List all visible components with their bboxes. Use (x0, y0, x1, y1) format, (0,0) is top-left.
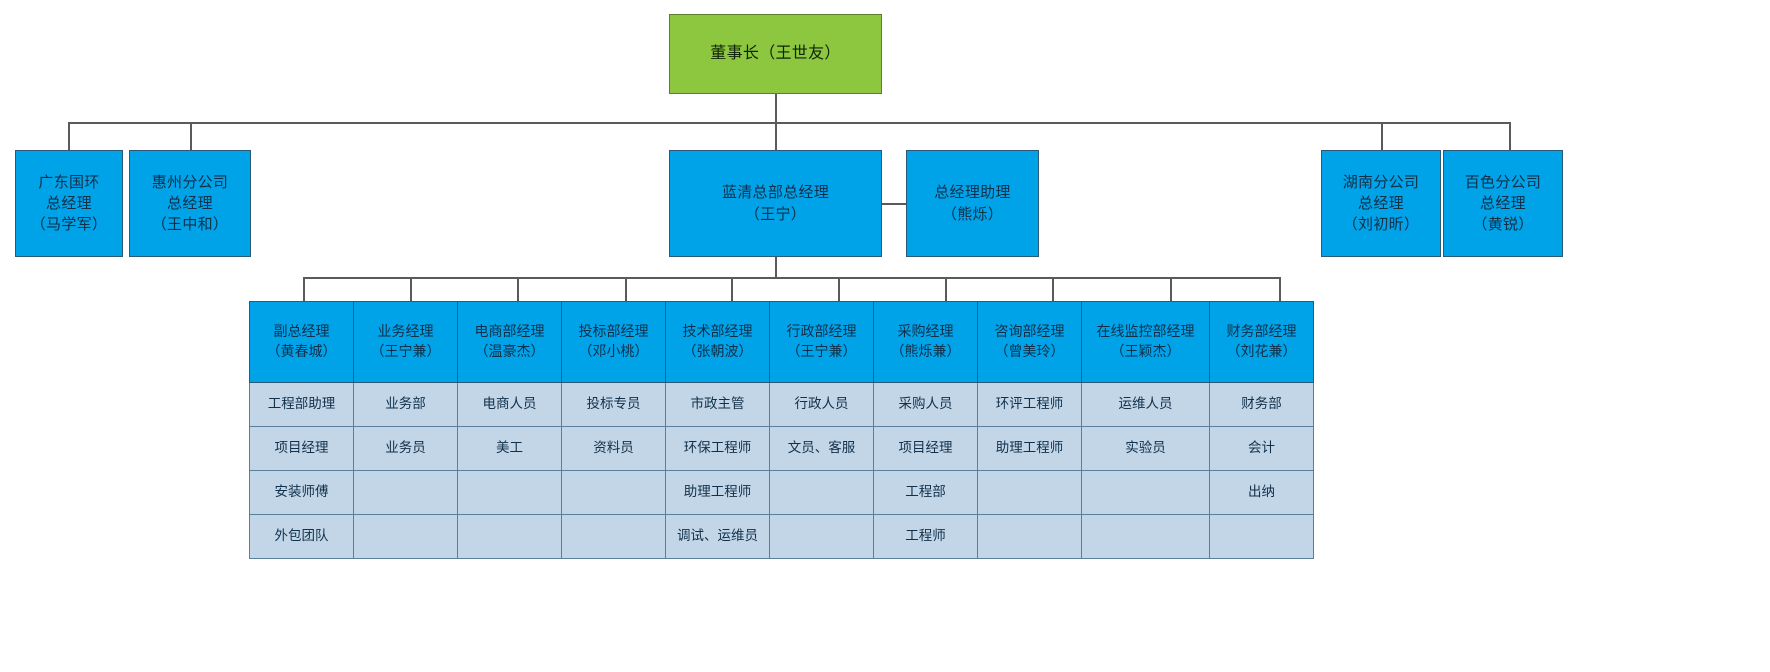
staff-cell-empty (769, 470, 874, 515)
staff-cell[interactable]: 美工 (457, 426, 562, 471)
connector-dept-drop-3 (517, 277, 519, 302)
connector-dept-drop-5 (731, 277, 733, 302)
department-header-row: 副总经理 （黄春城）业务经理 （王宁兼）电商部经理 （温豪杰）投标部经理 （邓小… (249, 301, 1314, 383)
staff-cell-empty (457, 470, 562, 515)
staff-cell[interactable]: 文员、客服 (769, 426, 874, 471)
staff-cell[interactable]: 助理工程师 (665, 470, 770, 515)
node-chairman[interactable]: 董事长（王世友） (669, 14, 882, 94)
connector-dept-drop-6 (838, 277, 840, 302)
connector-top-bus (68, 122, 1510, 124)
department-header-9[interactable]: 在线监控部经理 （王颖杰） (1081, 301, 1210, 383)
connector-dept-drop-4 (625, 277, 627, 302)
staff-cell[interactable]: 采购人员 (873, 382, 978, 427)
staff-cell[interactable]: 工程部 (873, 470, 978, 515)
connector-dept-drop-2 (410, 277, 412, 302)
node-gm-assistant[interactable]: 总经理助理 （熊烁） (906, 150, 1039, 257)
staff-cell[interactable]: 资料员 (561, 426, 666, 471)
department-header-4[interactable]: 投标部经理 （邓小桃） (561, 301, 666, 383)
staff-cell[interactable]: 财务部 (1209, 382, 1314, 427)
department-staff-row: 外包团队 调试、运维员 工程师 (249, 514, 1314, 559)
staff-cell[interactable]: 项目经理 (873, 426, 978, 471)
department-header-6[interactable]: 行政部经理 （王宁兼） (769, 301, 874, 383)
connector-hq-down (775, 257, 777, 278)
department-header-10[interactable]: 财务部经理 （刘花兼） (1209, 301, 1314, 383)
staff-cell[interactable]: 业务员 (353, 426, 458, 471)
staff-cell-empty (353, 514, 458, 559)
node-hunan-branch-gm[interactable]: 湖南分公司 总经理 （刘初昕） (1321, 150, 1441, 257)
connector-dept-drop-7 (945, 277, 947, 302)
staff-cell[interactable]: 环保工程师 (665, 426, 770, 471)
staff-cell[interactable]: 实验员 (1081, 426, 1210, 471)
connector-dept-drop-8 (1052, 277, 1054, 302)
staff-cell[interactable]: 出纳 (1209, 470, 1314, 515)
department-header-1[interactable]: 副总经理 （黄春城） (249, 301, 354, 383)
staff-cell[interactable]: 助理工程师 (977, 426, 1082, 471)
staff-cell[interactable]: 项目经理 (249, 426, 354, 471)
staff-cell[interactable]: 环评工程师 (977, 382, 1082, 427)
connector-drop-hq (775, 122, 777, 150)
staff-cell[interactable]: 业务部 (353, 382, 458, 427)
node-guangdong-guohuan-gm[interactable]: 广东国环 总经理 （马学军） (15, 150, 123, 257)
connector-chairman-down (775, 94, 777, 122)
staff-cell-empty (1209, 514, 1314, 559)
department-staff-row: 安装师傅 助理工程师 工程部 出纳 (249, 470, 1314, 515)
staff-cell-empty (977, 514, 1082, 559)
staff-cell[interactable]: 行政人员 (769, 382, 874, 427)
department-staff-row: 工程部助理业务部电商人员投标专员市政主管行政人员采购人员环评工程师运维人员财务部 (249, 382, 1314, 427)
connector-dept-drop-9 (1170, 277, 1172, 302)
connector-hq-assistant (881, 203, 907, 205)
staff-cell-empty (977, 470, 1082, 515)
staff-cell[interactable]: 外包团队 (249, 514, 354, 559)
staff-cell-empty (1081, 514, 1210, 559)
connector-drop-hn (1381, 122, 1383, 150)
staff-cell[interactable]: 工程师 (873, 514, 978, 559)
department-staff-row: 项目经理业务员美工资料员环保工程师文员、客服项目经理助理工程师实验员会计 (249, 426, 1314, 471)
connector-dept-drop-10 (1279, 277, 1281, 302)
connector-drop-bs (1509, 122, 1511, 150)
department-header-8[interactable]: 咨询部经理 （曾美玲） (977, 301, 1082, 383)
staff-cell[interactable]: 市政主管 (665, 382, 770, 427)
connector-drop-hz (190, 122, 192, 150)
staff-cell-empty (1081, 470, 1210, 515)
node-huizhou-branch-gm[interactable]: 惠州分公司 总经理 （王中和） (129, 150, 251, 257)
node-baise-branch-gm[interactable]: 百色分公司 总经理 （黄锐） (1443, 150, 1563, 257)
staff-cell[interactable]: 工程部助理 (249, 382, 354, 427)
staff-cell-empty (561, 470, 666, 515)
staff-cell[interactable]: 运维人员 (1081, 382, 1210, 427)
department-header-7[interactable]: 采购经理 （熊烁兼） (873, 301, 978, 383)
connector-dept-bus (303, 277, 1279, 279)
department-header-3[interactable]: 电商部经理 （温豪杰） (457, 301, 562, 383)
connector-drop-gd (68, 122, 70, 150)
connector-dept-drop-1 (303, 277, 305, 302)
department-header-2[interactable]: 业务经理 （王宁兼） (353, 301, 458, 383)
staff-cell[interactable]: 会计 (1209, 426, 1314, 471)
node-lanqing-hq-gm[interactable]: 蓝清总部总经理 （王宁） (669, 150, 882, 257)
staff-cell-empty (561, 514, 666, 559)
department-table: 副总经理 （黄春城）业务经理 （王宁兼）电商部经理 （温豪杰）投标部经理 （邓小… (249, 301, 1314, 559)
staff-cell[interactable]: 安装师傅 (249, 470, 354, 515)
staff-cell-empty (769, 514, 874, 559)
staff-cell[interactable]: 调试、运维员 (665, 514, 770, 559)
department-header-5[interactable]: 技术部经理 （张朝波） (665, 301, 770, 383)
staff-cell-empty (457, 514, 562, 559)
staff-cell[interactable]: 投标专员 (561, 382, 666, 427)
staff-cell[interactable]: 电商人员 (457, 382, 562, 427)
staff-cell-empty (353, 470, 458, 515)
